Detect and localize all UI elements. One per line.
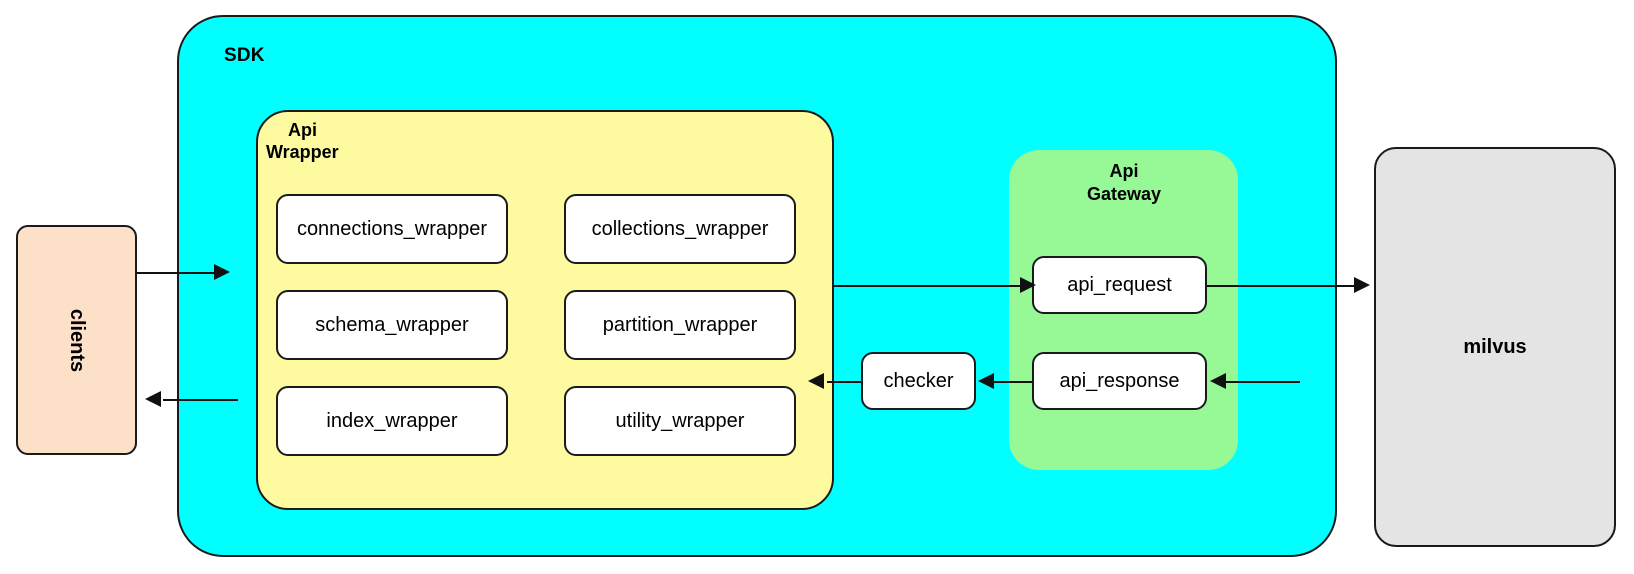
node-api-response[interactable]: api_response [1032,352,1207,410]
module-partition-wrapper[interactable]: partition_wrapper [564,290,796,360]
checker-box[interactable]: checker [861,352,976,410]
arrow-api-wrapper-to-api-gateway-head [1020,277,1036,293]
arrow-milvus-to-api-response-head [1210,373,1226,389]
module-label: collections_wrapper [591,217,769,240]
module-collections-wrapper[interactable]: collections_wrapper [564,194,796,264]
module-utility-wrapper[interactable]: utility_wrapper [564,386,796,456]
module-schema-wrapper[interactable]: schema_wrapper [276,290,508,360]
arrow-api-request-to-milvus-head [1354,277,1370,293]
arrow-api-wrapper-to-api-gateway-line [833,285,1025,287]
milvus-box[interactable]: milvus [1374,147,1616,547]
sdk-label: SDK [224,45,265,66]
clients-box[interactable]: clients [16,225,137,455]
module-label: utility_wrapper [615,409,745,432]
module-connections-wrapper[interactable]: connections_wrapper [276,194,508,264]
arrow-api-wrapper-to-clients-head [145,391,161,407]
module-label: schema_wrapper [315,313,469,336]
arrow-api-wrapper-to-clients-line [163,399,238,401]
node-api-request[interactable]: api_request [1032,256,1207,314]
arrow-milvus-to-api-response-line [1226,381,1300,383]
clients-label: clients [65,308,88,372]
arrow-clients-to-api-wrapper-head [214,264,230,280]
module-index-wrapper[interactable]: index_wrapper [276,386,508,456]
api-gateway-label-line2: Gateway [1086,183,1162,204]
api-wrapper-label-line2: Wrapper [266,141,339,162]
node-label: api_response [1059,369,1180,392]
arrow-api-response-to-checker-line [994,381,1032,383]
module-label: index_wrapper [326,409,458,432]
api-gateway-label-line1: Api [1109,161,1139,181]
checker-label: checker [883,369,954,392]
arrow-checker-to-api-wrapper-line [827,381,861,383]
module-label: connections_wrapper [296,217,488,240]
arrow-checker-to-api-wrapper-head [808,373,824,389]
api-gateway-label: Api Gateway [1019,160,1229,205]
node-label: api_request [1067,273,1172,296]
api-wrapper-label-line1: Api [288,120,317,140]
arrow-api-request-to-milvus-line [1207,285,1357,287]
module-label: partition_wrapper [602,313,758,336]
milvus-label: milvus [1463,335,1527,358]
arrow-api-response-to-checker-head [978,373,994,389]
arrow-clients-to-api-wrapper-line [137,272,219,274]
api-wrapper-label: Api Wrapper [266,120,416,163]
